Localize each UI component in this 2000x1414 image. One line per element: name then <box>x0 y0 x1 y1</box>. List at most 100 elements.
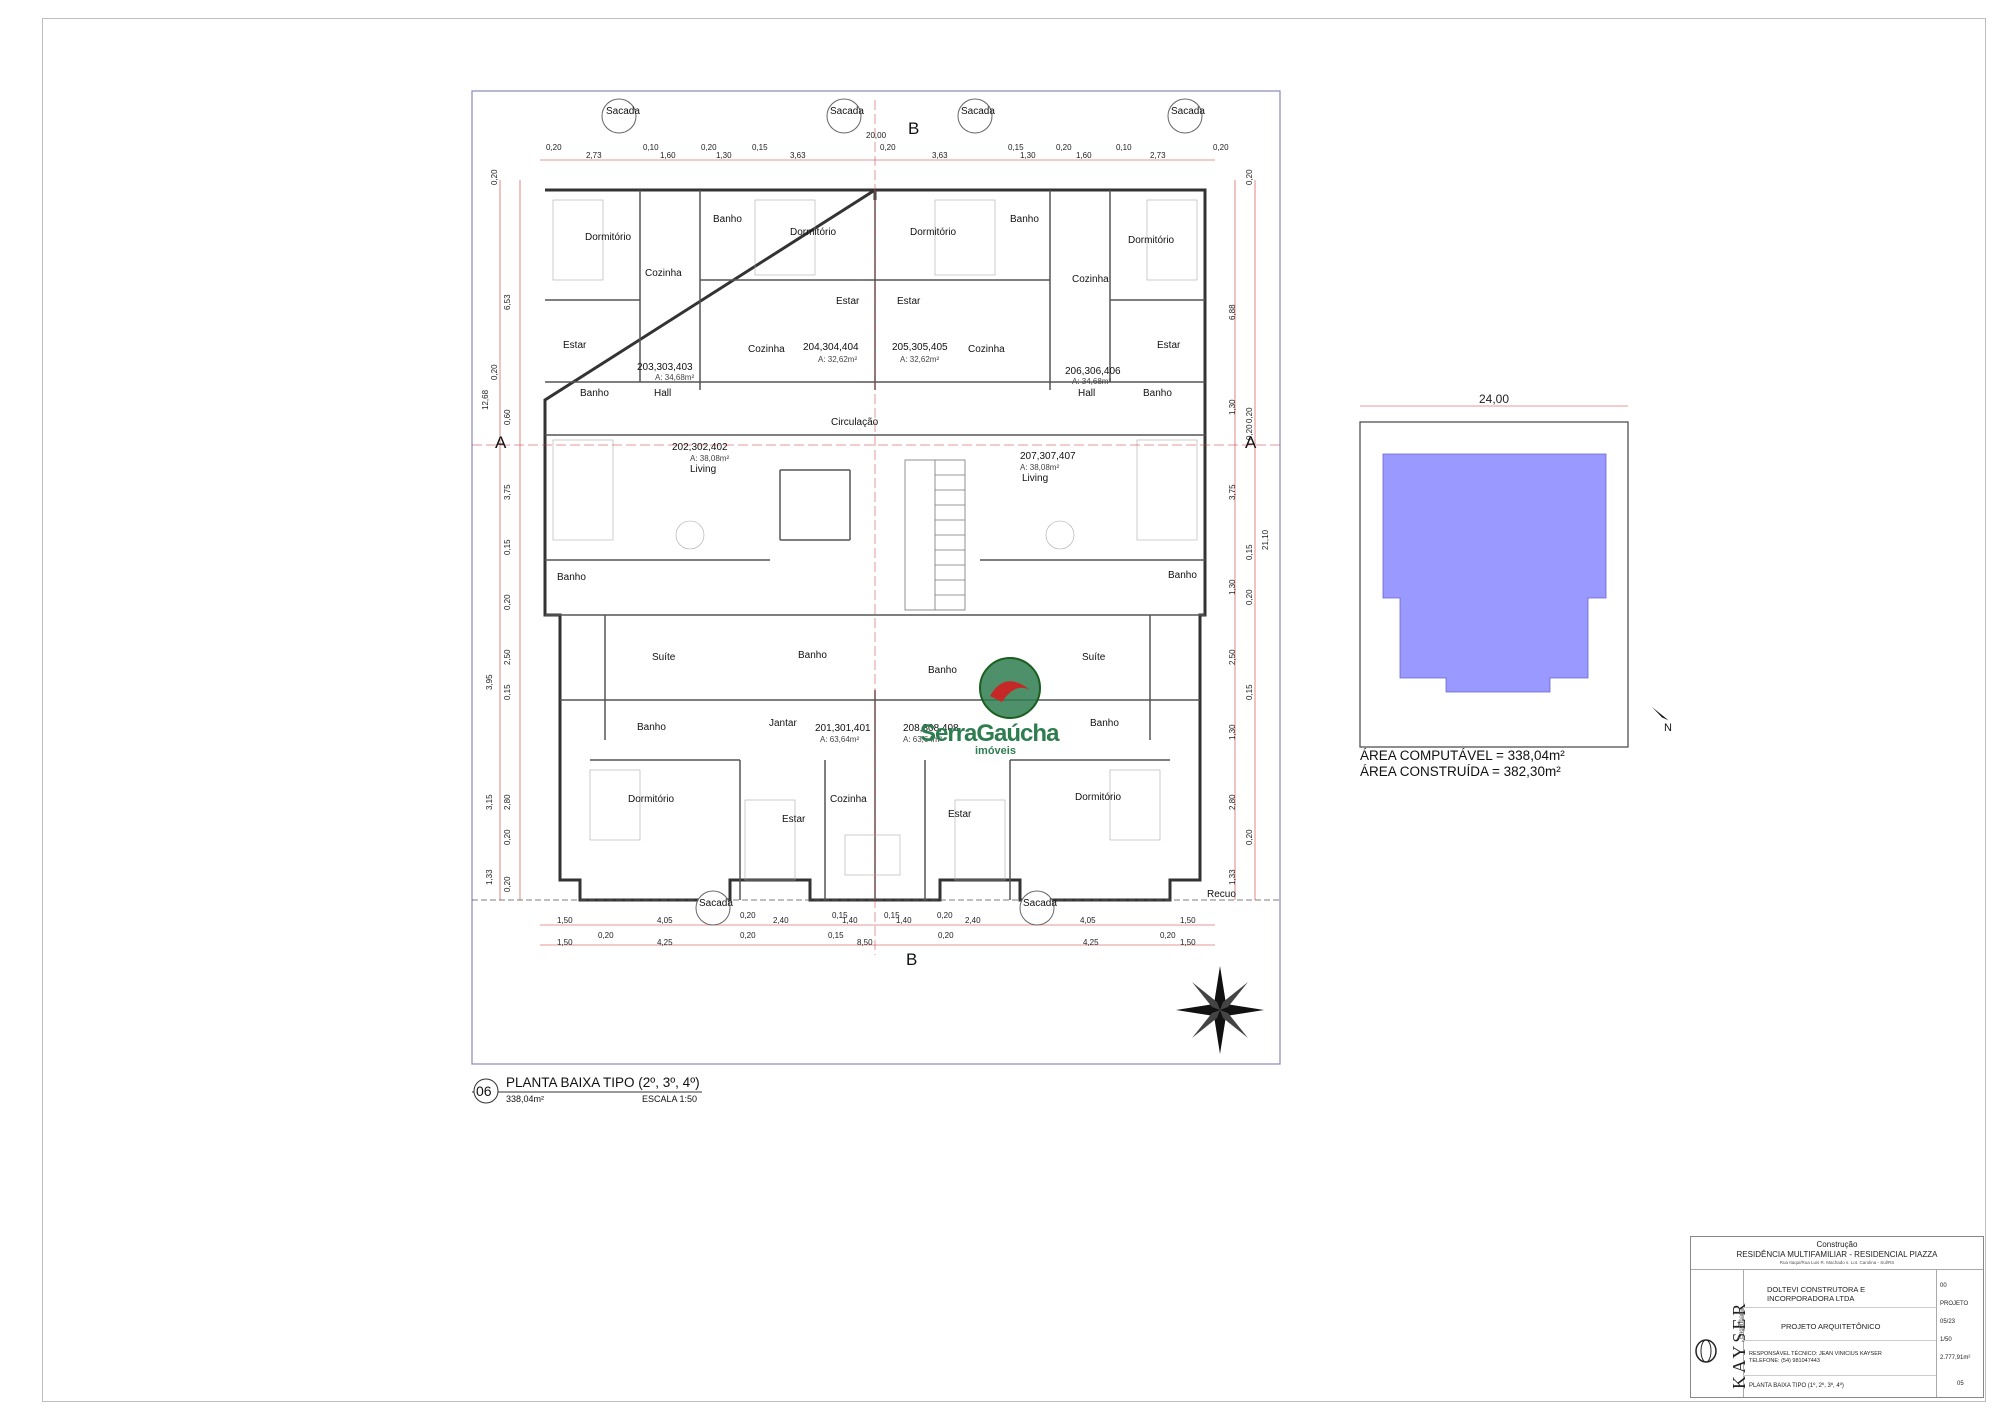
dimension-lines <box>499 159 1256 946</box>
svg-text:0,20: 0,20 <box>490 169 499 185</box>
room-dormitorio: Dormitório <box>910 227 957 238</box>
svg-text:0,15: 0,15 <box>752 143 768 152</box>
svg-text:2,50: 2,50 <box>1228 649 1237 665</box>
svg-text:0,20: 0,20 <box>1245 829 1254 845</box>
watermark-sub: imóveis <box>975 745 1016 757</box>
svg-text:0,20: 0,20 <box>503 594 512 610</box>
unit-code: 204,304,404 <box>803 342 859 353</box>
room-dormitorio: Dormitório <box>1075 792 1122 803</box>
svg-text:0,20: 0,20 <box>1245 424 1254 440</box>
svg-text:3,63: 3,63 <box>932 151 948 160</box>
svg-text:1,30: 1,30 <box>1228 579 1237 595</box>
svg-text:1,50: 1,50 <box>557 916 573 925</box>
room-estar: Estar <box>836 296 860 307</box>
tb-discipline: PROJETO ARQUITETÔNICO <box>1781 1322 1881 1331</box>
sacada-label: Sacada <box>1171 106 1205 117</box>
left-dimensions: 0,20 6,53 0,20 12,68 0,60 3,75 0,15 0,20… <box>481 169 512 892</box>
svg-text:0,15: 0,15 <box>828 931 844 940</box>
svg-text:12,68: 12,68 <box>481 389 490 410</box>
room-cozinha: Cozinha <box>968 344 1005 355</box>
room-living: Living <box>690 464 716 475</box>
plan-area: 338,04m² <box>506 1094 545 1104</box>
unit-code: 203,303,403 <box>637 362 693 373</box>
plan-title: PLANTA BAIXA TIPO (2º, 3º, 4º) <box>506 1075 700 1090</box>
tb-scale: 1/50 <box>1940 1337 1952 1343</box>
room-banho: Banho <box>713 214 742 225</box>
svg-text:0,20: 0,20 <box>740 931 756 940</box>
svg-text:3,75: 3,75 <box>1228 484 1237 500</box>
svg-text:2,73: 2,73 <box>586 151 602 160</box>
sacada-label: Sacada <box>699 898 733 909</box>
unit-code: 208,308,408 <box>903 723 959 734</box>
svg-text:0,10: 0,10 <box>1116 143 1132 152</box>
top-dimensions: 0,20 2,73 0,10 1,60 0,20 1,30 0,15 3,63 … <box>546 143 1229 160</box>
svg-text:0,15: 0,15 <box>1245 544 1254 560</box>
svg-text:3,15: 3,15 <box>485 794 494 810</box>
svg-text:1,50: 1,50 <box>1180 938 1196 947</box>
svg-text:0,20: 0,20 <box>938 931 954 940</box>
svg-text:1,33: 1,33 <box>1228 869 1237 885</box>
svg-text:0,15: 0,15 <box>503 539 512 555</box>
unit-area: A: 32,62m² <box>818 355 857 364</box>
room-banho: Banho <box>1143 388 1172 399</box>
svg-text:2,80: 2,80 <box>503 794 512 810</box>
recuo-label: Recuo <box>1207 889 1236 900</box>
svg-text:2,40: 2,40 <box>965 916 981 925</box>
unit-code: 205,305,405 <box>892 342 948 353</box>
furniture <box>552 199 1198 881</box>
room-circulacao: Circulação <box>831 417 879 428</box>
room-estar: Estar <box>563 340 587 351</box>
svg-text:0,20: 0,20 <box>503 829 512 845</box>
area-computavel: ÁREA COMPUTÁVEL = 338,04m² <box>1360 748 1565 763</box>
svg-text:1,30: 1,30 <box>1228 399 1237 415</box>
unit-area: A: 63,64m² <box>820 735 859 744</box>
tb-construcao: Construção <box>1816 1240 1858 1249</box>
watermark-logo: SerraGaúcha imóveis <box>920 650 1090 760</box>
room-suite: Suíte <box>652 652 676 663</box>
sacada-bubble <box>826 98 862 134</box>
site-width: 24,00 <box>1479 392 1509 406</box>
title-block: Construção RESIDÊNCIA MULTIFAMILIAR - RE… <box>1690 1236 1984 1398</box>
room-dormitorio: Dormitório <box>1128 235 1175 246</box>
tb-sheet-no: 05 <box>1957 1381 1964 1387</box>
svg-text:2,80: 2,80 <box>1228 794 1237 810</box>
room-banho: Banho <box>798 650 827 661</box>
svg-text:1,60: 1,60 <box>1076 151 1092 160</box>
svg-text:0,15: 0,15 <box>884 911 900 920</box>
svg-text:0,20: 0,20 <box>740 911 756 920</box>
svg-text:4,05: 4,05 <box>657 916 673 925</box>
svg-text:0,20: 0,20 <box>937 911 953 920</box>
bottom-dimensions: 1,50 4,05 0,20 2,40 0,15 1,40 0,15 1,40 … <box>557 911 1196 925</box>
overall-width: 20,00 <box>866 131 887 140</box>
sacada-label: Sacada <box>606 106 640 117</box>
overall-height: 21,10 <box>1261 529 1270 550</box>
svg-text:1,40: 1,40 <box>842 916 858 925</box>
sacada-bubble <box>695 890 731 926</box>
unit-code: 207,307,407 <box>1020 451 1076 462</box>
tb-brand-sub: Engenharia <box>1739 1308 1745 1339</box>
svg-text:1,50: 1,50 <box>557 938 573 947</box>
svg-text:0,20: 0,20 <box>546 143 562 152</box>
room-jantar: Jantar <box>769 718 797 729</box>
svg-text:4,25: 4,25 <box>1083 938 1099 947</box>
right-dimensions: 0,20 6,88 0,20 1,30 0,20 3,75 0,15 0,20 … <box>1228 169 1254 885</box>
unit-area: A: 38,08m² <box>1020 463 1059 472</box>
room-banho: Banho <box>1090 718 1119 729</box>
plan-number: 06 <box>476 1083 492 1099</box>
tb-total-area: 2.777,91m² <box>1940 1355 1971 1361</box>
svg-text:0,15: 0,15 <box>832 911 848 920</box>
tb-date: 05/23 <box>1940 1319 1956 1325</box>
room-banho: Banho <box>1010 214 1039 225</box>
plan-frame <box>471 90 1281 1065</box>
tb-phone: TELEFONE: (54) 981047443 <box>1749 1358 1820 1364</box>
sacada-markers <box>601 98 1203 926</box>
svg-text:1,30: 1,30 <box>716 151 732 160</box>
svg-text:0,20: 0,20 <box>503 876 512 892</box>
unit-area: A: 38,08m² <box>690 454 729 463</box>
room-estar: Estar <box>897 296 921 307</box>
svg-text:4,05: 4,05 <box>1080 916 1096 925</box>
room-banho: Banho <box>557 572 586 583</box>
svg-text:1,33: 1,33 <box>485 869 494 885</box>
room-estar: Estar <box>1157 340 1181 351</box>
svg-text:0,20: 0,20 <box>880 143 896 152</box>
